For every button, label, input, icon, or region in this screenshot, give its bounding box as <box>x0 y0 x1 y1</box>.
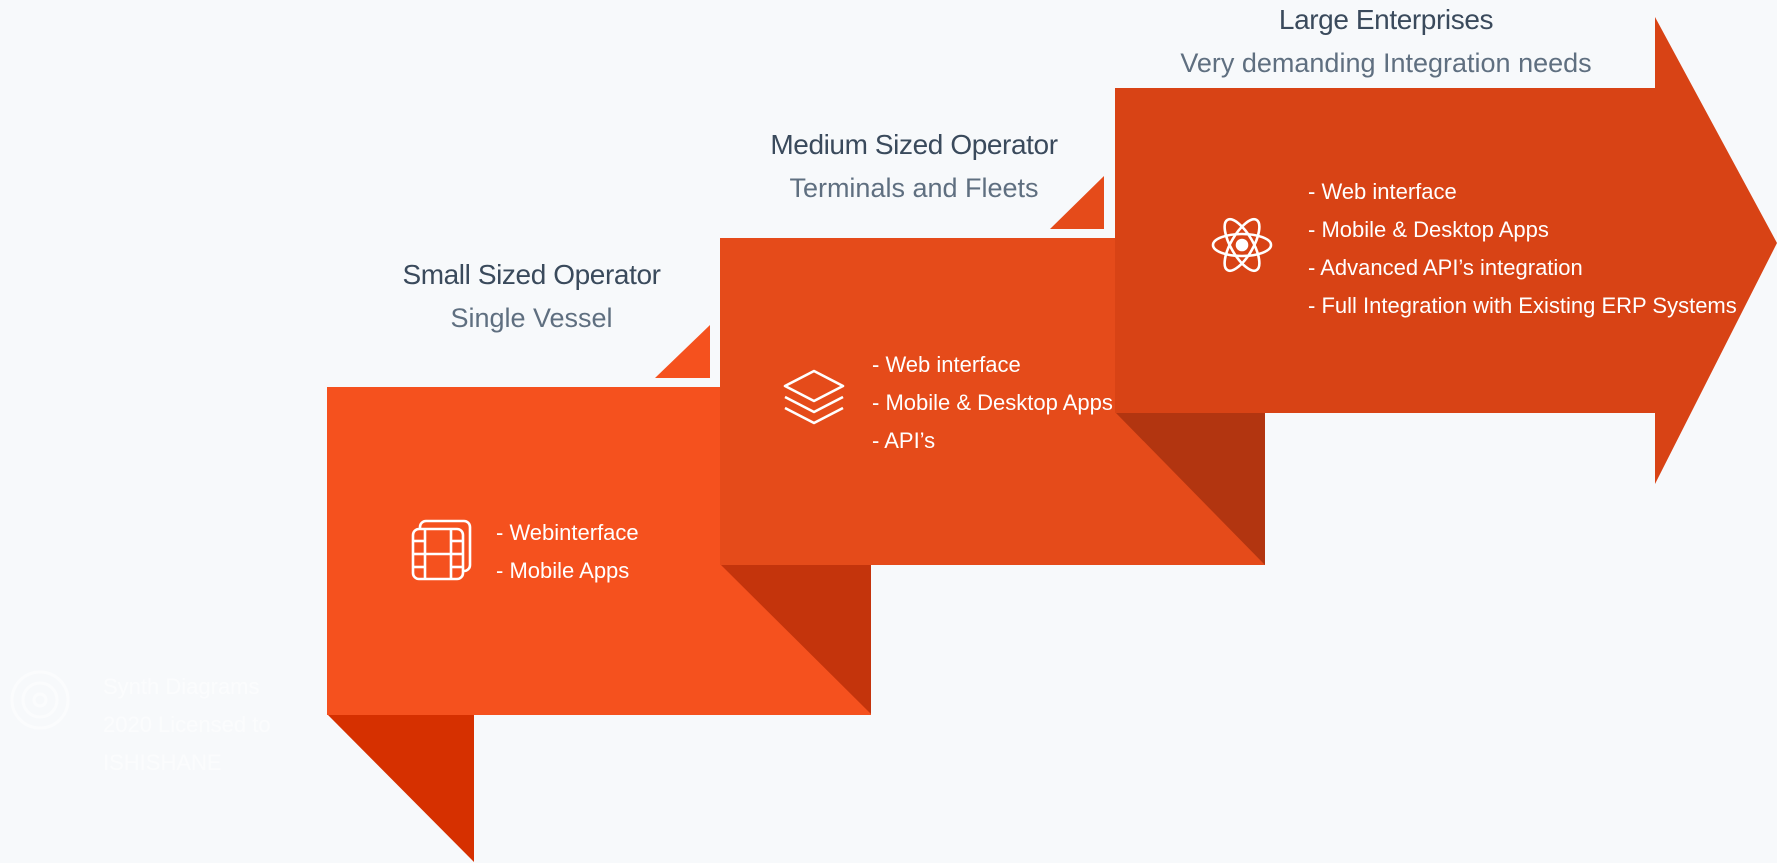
medium-tier-features: - Web interface - Mobile & Desktop Apps … <box>872 346 1113 460</box>
feature-item: - Advanced API’s integration <box>1308 255 1583 280</box>
feature-item: - Full Integration with Existing ERP Sys… <box>1308 293 1737 318</box>
feature-item: - Mobile Apps <box>496 558 630 583</box>
medium-tier-heading: Medium Sized Operator Terminals and Flee… <box>750 131 1078 202</box>
small-tier-features: - Webinterface - Mobile Apps <box>496 514 639 590</box>
medium-tier-title: Medium Sized Operator <box>770 129 1058 160</box>
large-tier-features: - Web interface - Mobile & Desktop Apps … <box>1308 173 1737 325</box>
atom-icon <box>1211 214 1273 281</box>
feature-item: - Mobile & Desktop Apps <box>872 390 1113 415</box>
large-tier-heading: Large Enterprises Very demanding Integra… <box>1160 6 1612 77</box>
large-step-fold <box>1115 412 1265 565</box>
watermark-line: 2020 Licensed to <box>103 712 271 737</box>
feature-item: - Web interface <box>1308 179 1457 204</box>
medium-step-corner <box>1050 176 1104 229</box>
small-step-corner <box>655 325 710 378</box>
feature-item: - API’s <box>872 428 936 453</box>
large-tier-title: Large Enterprises <box>1278 4 1494 35</box>
watermark-line: Synth Diagrams <box>103 674 260 699</box>
target-icon <box>8 668 72 737</box>
medium-tier-subtitle: Terminals and Fleets <box>789 173 1039 203</box>
small-tier-heading: Small Sized Operator Single Vessel <box>380 261 683 332</box>
feature-item: - Web interface <box>872 352 1021 377</box>
small-tier-title: Small Sized Operator <box>402 259 661 290</box>
film-icon <box>410 519 474 588</box>
small-tier-subtitle: Single Vessel <box>450 303 613 333</box>
watermark-text: Synth Diagrams 2020 Licensed to ISHISHAN… <box>103 668 271 782</box>
large-tier-subtitle: Very demanding Integration needs <box>1180 48 1592 78</box>
feature-item: - Webinterface <box>496 520 639 545</box>
watermark-line: ISHISHANE <box>103 750 222 775</box>
small-step-fold <box>327 714 474 862</box>
medium-step-fold <box>720 564 871 714</box>
layers-icon <box>782 368 846 437</box>
feature-item: - Mobile & Desktop Apps <box>1308 217 1549 242</box>
large-step-arrow <box>1115 17 1777 484</box>
